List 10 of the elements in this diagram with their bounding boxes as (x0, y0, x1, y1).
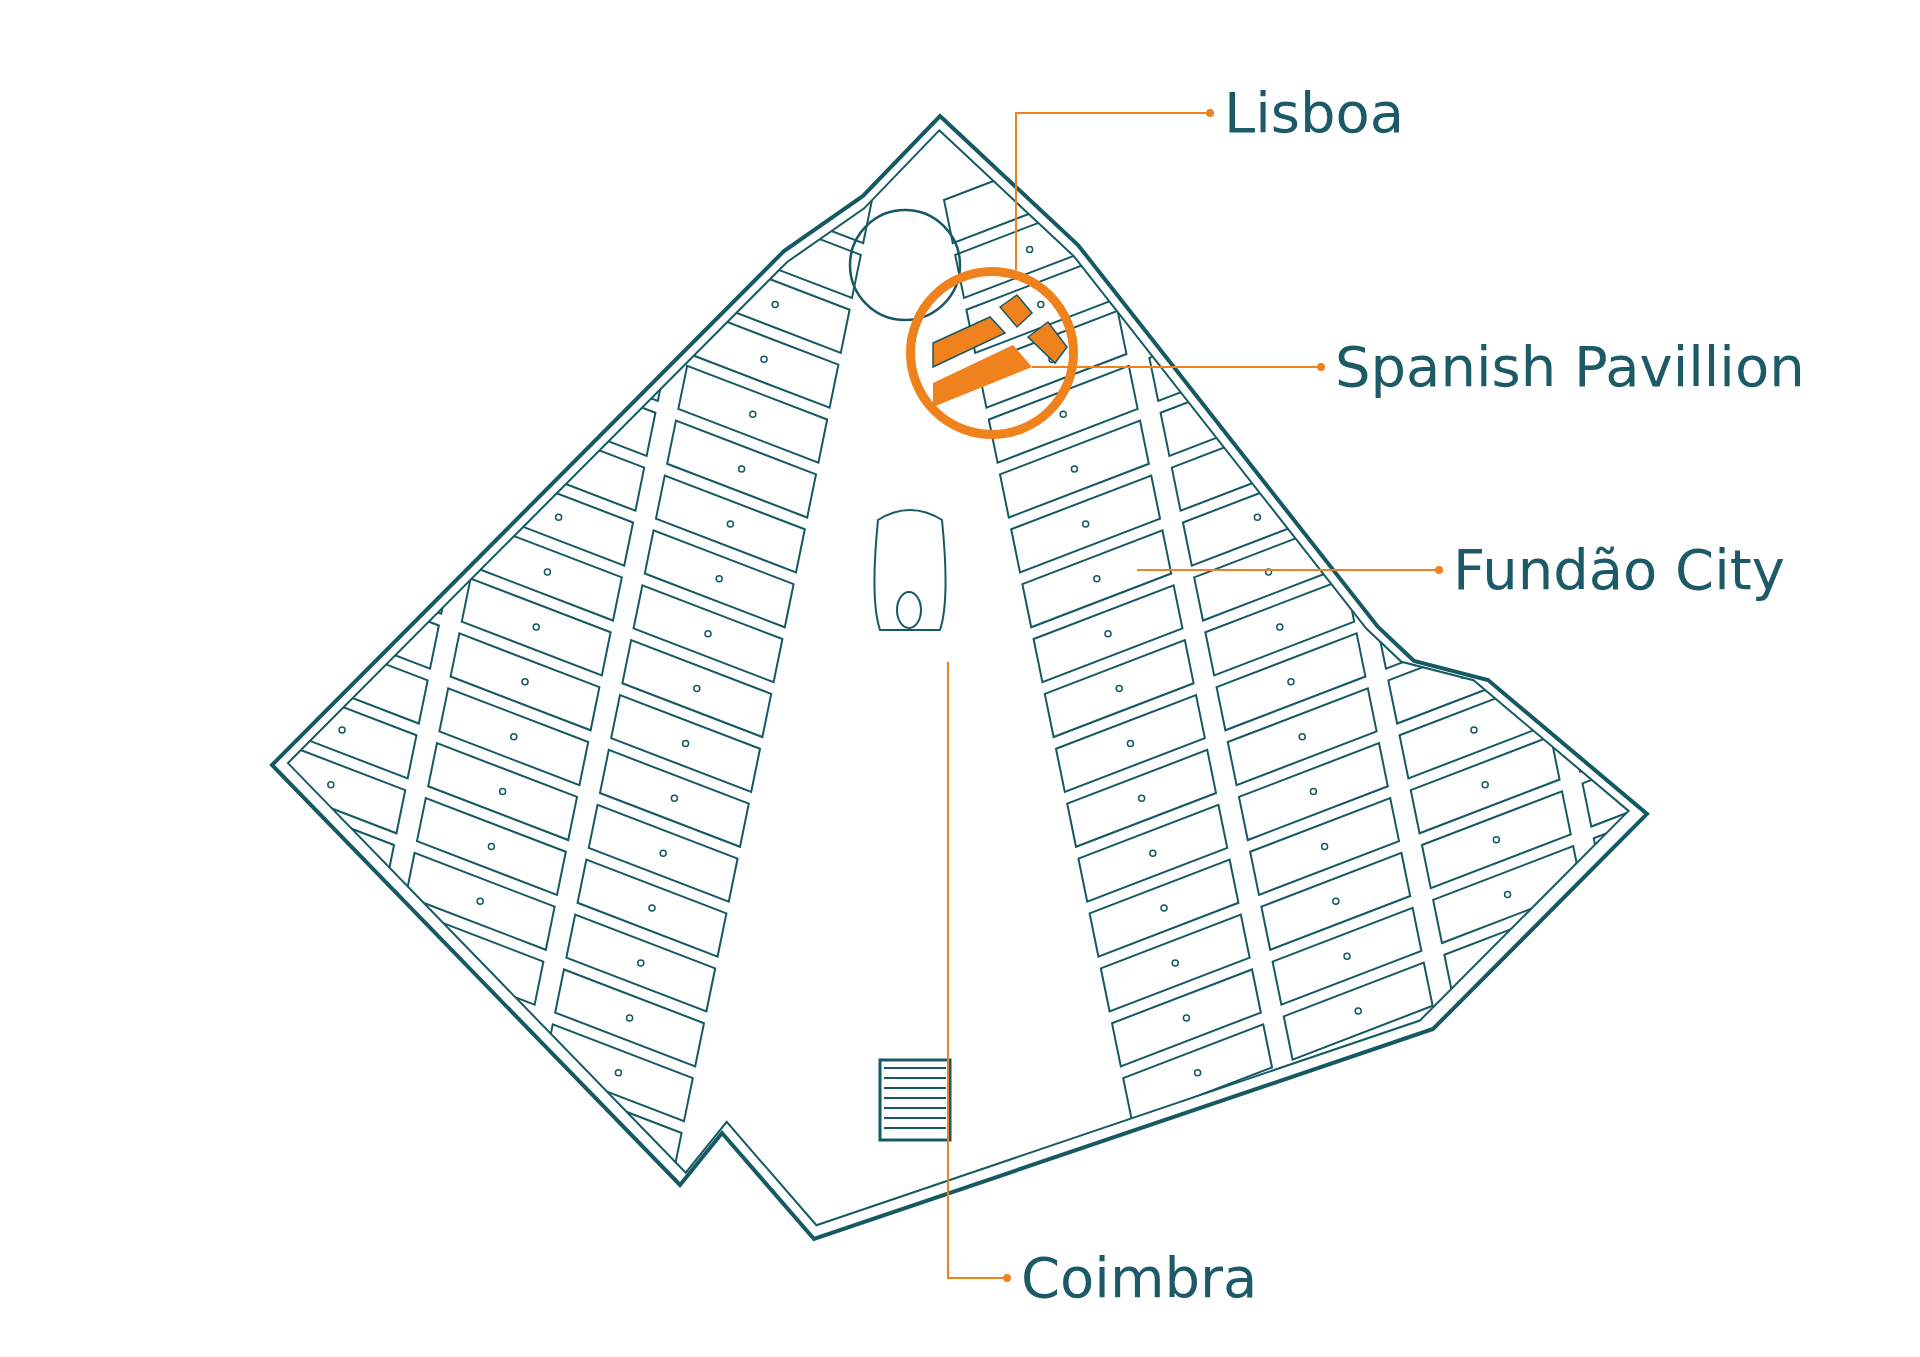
place-label: Fundão City (1439, 537, 1785, 603)
place-label: Lisboa (1210, 80, 1405, 146)
place-label: Coimbra (1007, 1245, 1258, 1311)
leader-line (1015, 109, 1214, 271)
leader-line (1031, 363, 1325, 371)
highlighted-stand (933, 345, 1032, 407)
place-label: Spanish Pavillion (1321, 334, 1805, 400)
leader-line (947, 661, 1011, 1282)
highlight-circle (906, 267, 1078, 439)
leader-line (1136, 566, 1443, 574)
